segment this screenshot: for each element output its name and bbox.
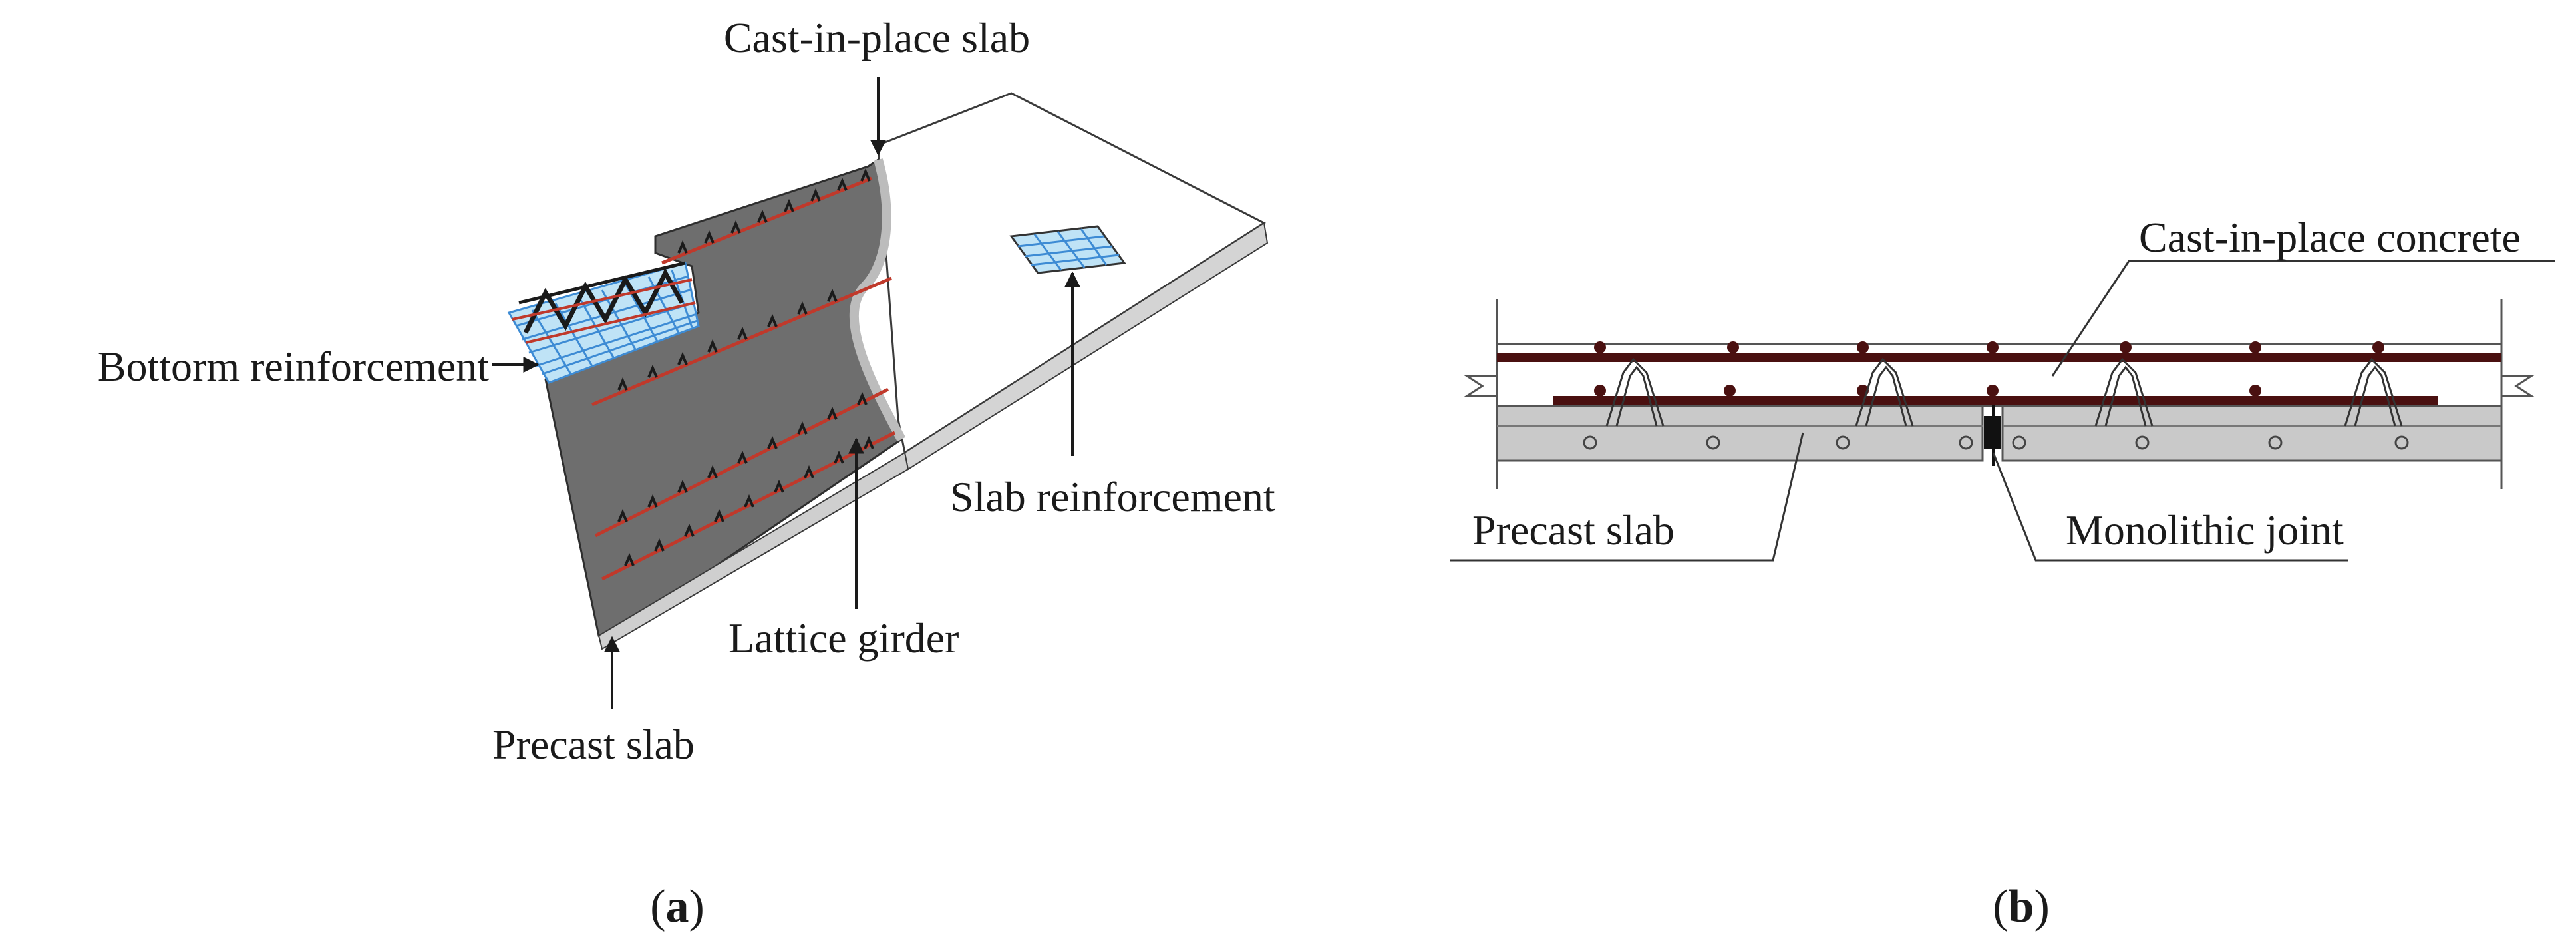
panel-a-leaders (492, 77, 1080, 709)
precast-slab-bottom-edge (597, 451, 909, 650)
curved-edge-highlight (849, 158, 906, 442)
slab-reinforcement-opening (1009, 225, 1126, 274)
precast-rebar-circles (1583, 435, 2409, 450)
lower-reinforcement-bar (1553, 396, 2438, 405)
label-cast-in-place-slab: Cast-in-place slab (724, 14, 1030, 61)
label-precast-slab-b: Precast slab (1472, 506, 1675, 554)
panel-b-diagram: Cast-in-place concrete Precast slab Mono… (1450, 214, 2555, 932)
precast-band-left (1496, 405, 1984, 462)
caption-b: (b) (1993, 881, 2050, 932)
top-rebar-dots (1594, 341, 2384, 353)
top-reinforcement-bar (1497, 353, 2501, 362)
panel-b-leaders (1450, 260, 2555, 562)
label-monolithic-joint: Monolithic joint (2066, 506, 2344, 554)
caption-a: (a) (650, 881, 705, 932)
panel-a-diagram: Cast-in-place slab Bottorm reinforcement… (98, 14, 1275, 932)
leader-monolithic-joint (1992, 452, 2348, 562)
label-bottom-reinforcement: Bottorm reinforcement (98, 343, 489, 390)
label-cast-in-place-concrete: Cast-in-place concrete (2139, 214, 2521, 261)
label-precast-slab-a: Precast slab (492, 721, 695, 768)
leader-precast-slab-b (1450, 432, 1804, 562)
precast-band-right (2001, 405, 2503, 462)
leader-cast-in-place-concrete (2051, 260, 2555, 377)
lattice-ticks (617, 168, 874, 566)
bottom-reinforcement-mesh (507, 261, 700, 384)
label-slab-reinforcement: Slab reinforcement (950, 473, 1275, 520)
label-lattice-girder: Lattice girder (728, 614, 959, 662)
lower-rebar-dots (1594, 385, 2261, 397)
lattice-girders-section (1605, 357, 2403, 427)
